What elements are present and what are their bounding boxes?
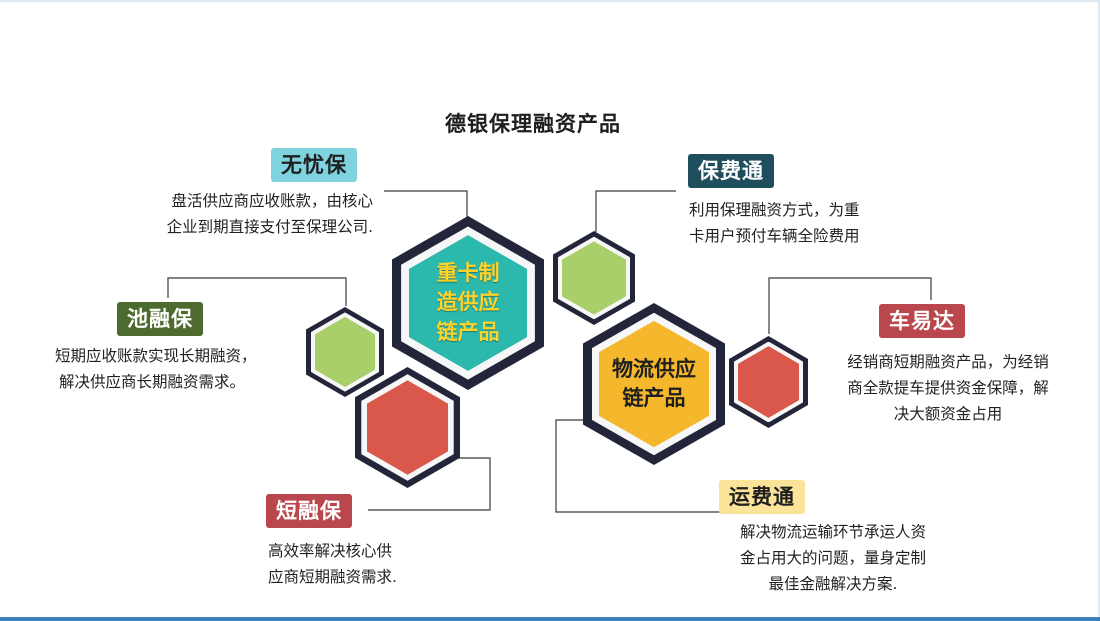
desc-cheyida: 经销商短期融资产品，为经销 商全款提车提供资金保障，解 决大额资金占用 <box>823 349 1073 427</box>
right-border <box>1098 0 1100 621</box>
tag-duanrongbao: 短融保 <box>266 494 352 528</box>
green-hex-left <box>306 307 384 397</box>
desc-duanrongbao: 高效率解决核心供 应商短期融资需求. <box>268 538 428 590</box>
desc-line: 企业到期直接支付至保理公司. <box>166 218 373 236</box>
hub-hex-supply-chain: 重卡制 造供应 链产品 <box>392 216 544 390</box>
desc-line: 卡用户预付车辆全险费用 <box>689 227 860 245</box>
tag-yunfeitong: 运费通 <box>719 480 805 514</box>
desc-line: 利用保理融资方式，为重 <box>689 201 860 219</box>
desc-yunfeitong: 解决物流运输环节承运人资 金占用大的问题，量身定制 最佳金融解决方案. <box>718 519 948 597</box>
bottom-border <box>0 617 1100 621</box>
hub-label-line: 造供应 <box>436 290 500 315</box>
desc-line: 高效率解决核心供 <box>268 542 393 560</box>
connector-cheyida <box>768 277 932 334</box>
desc-chirongbao: 短期应收账款实现长期融资， 解决供应商长期融资需求。 <box>55 343 295 395</box>
desc-line: 金占用大的问题，量身定制 <box>739 549 926 567</box>
connector-yunfeitong <box>555 419 723 513</box>
hub-label-line: 物流供应 <box>612 356 696 381</box>
tag-chirongbao: 池融保 <box>117 302 203 336</box>
tag-wuyoubao: 无忧保 <box>271 148 357 182</box>
desc-line: 商全款提车提供资金保障，解 <box>847 379 1049 397</box>
desc-line: 经销商短期融资产品，为经销 <box>847 353 1049 371</box>
desc-baofeitong: 利用保理融资方式，为重 卡用户预付车辆全险费用 <box>689 197 899 249</box>
desc-line: 应商短期融资需求. <box>268 568 397 586</box>
hub-hex-logistics: 物流供应 链产品 <box>583 303 725 465</box>
desc-line: 解决供应商长期融资需求。 <box>59 373 246 391</box>
connector-wuyoubao <box>384 190 468 220</box>
tag-cheyida: 车易达 <box>879 304 965 338</box>
hub-label-line: 链产品 <box>436 319 500 344</box>
desc-line: 最佳金融解决方案. <box>768 575 898 593</box>
top-border <box>0 0 1100 2</box>
connector-baofeitong <box>595 190 676 232</box>
connector-duanrongbao <box>368 457 491 511</box>
desc-line: 解决物流运输环节承运人资 <box>739 523 926 541</box>
red-hex-right <box>729 336 808 428</box>
red-hex-left <box>355 367 460 488</box>
desc-line: 决大额资金占用 <box>893 405 1003 423</box>
diagram-title: 德银保理融资产品 <box>445 112 621 136</box>
desc-wuyoubao: 盘活供应商应收账款，由核心 企业到期直接支付至保理公司. <box>133 188 373 240</box>
green-hex-right <box>553 231 635 325</box>
desc-line: 盘活供应商应收账款，由核心 <box>171 192 373 210</box>
hub-label-line: 重卡制 <box>436 260 500 285</box>
desc-line: 短期应收账款实现长期融资， <box>55 347 257 365</box>
hub-label-line: 链产品 <box>622 386 686 410</box>
connector-chirongbao <box>167 277 347 306</box>
tag-baofeitong: 保费通 <box>688 154 774 188</box>
